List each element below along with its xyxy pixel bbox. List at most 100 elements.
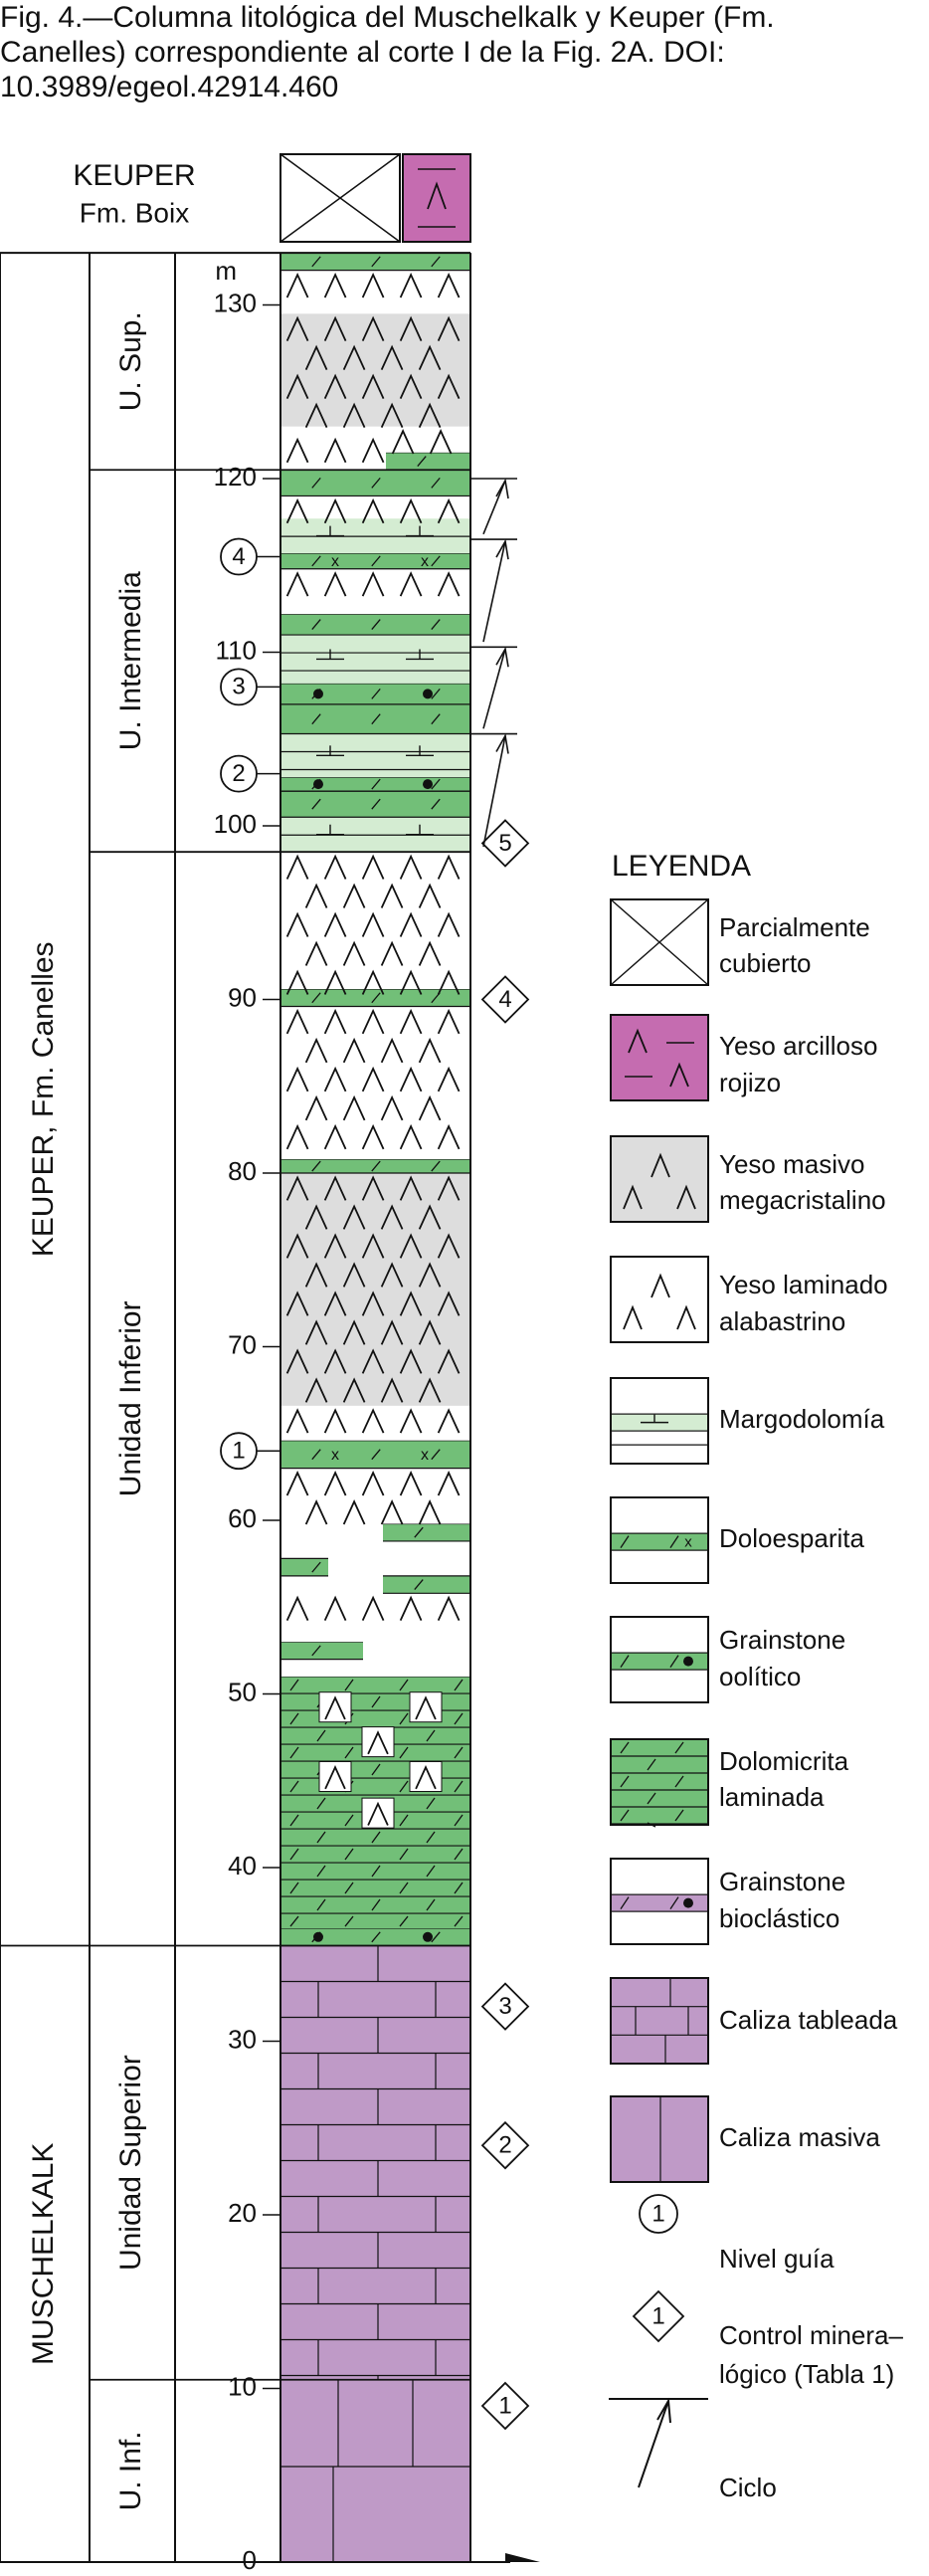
ooid-dot-icon (313, 779, 323, 790)
legend-label-control-2: lógico (Tabla 1) (719, 2359, 894, 2389)
scale-tick-label: 10 (228, 2371, 257, 2401)
gypsum-crystal-icon (361, 1233, 385, 1259)
legend-label-cubierto-2: cubierto (719, 948, 812, 978)
bed-blank (280, 1659, 470, 1678)
gypsum-crystal-icon (342, 1262, 366, 1288)
dolomite-slash (371, 477, 381, 489)
gypsum-crystal-icon (380, 883, 404, 908)
gypsum-crystal-icon (323, 1408, 347, 1434)
dolomite-slash (371, 1898, 381, 1911)
dolomite-slash (344, 1882, 354, 1894)
gypsum-crystal-icon (304, 402, 328, 428)
gypsum-crystal-icon (380, 1319, 404, 1345)
legend-swatch-yeso-laminado (610, 1256, 709, 1343)
legend-label-nivel-guia: Nivel guía (719, 2244, 835, 2274)
gypsum-crystal-icon (399, 1595, 423, 1622)
dolomite-slash (431, 1160, 441, 1172)
dolomite-slash (371, 619, 381, 630)
bed-masivo (280, 313, 470, 427)
dolomite-slash (431, 477, 441, 489)
gypsum-crystal-icon (437, 1008, 461, 1035)
gypsum-crystal-icon (367, 1730, 389, 1755)
gypsum-crystal-icon (623, 1304, 643, 1330)
gypsum-crystal-icon (669, 1062, 689, 1088)
scale-arrow-icon (480, 2553, 540, 2562)
dolomite-slash (371, 1831, 381, 1844)
gypsum-crystal-icon (437, 1348, 461, 1374)
dolomite-slash (399, 1848, 409, 1861)
gypsum-crystal-icon (380, 1037, 404, 1064)
gypsum-crystal-icon (361, 1008, 385, 1035)
gypsum-crystal-icon (285, 1233, 309, 1259)
control-mineralogico-label: 2 (498, 2132, 511, 2159)
dolomite-slash (431, 1449, 441, 1461)
gypsum-crystal-icon (380, 940, 404, 966)
sparite-x-mark: x (421, 1447, 429, 1464)
gypsum-crystal-icon (437, 854, 461, 880)
gypsum-crystal-icon (418, 402, 442, 428)
control-mineralogico-label: 3 (498, 1993, 511, 2020)
legend-label-dolomicrita: Dolomicrita (719, 1746, 849, 1776)
gypsum-crystal-icon (399, 854, 423, 880)
dolomite-slash (289, 1780, 299, 1793)
dolomite-slash (399, 1712, 409, 1725)
dolomite-slash (316, 1865, 326, 1878)
gypsum-crystal-icon (323, 1123, 347, 1150)
dolomite-slash (289, 1712, 299, 1725)
swatch-border (610, 1496, 709, 1584)
scale-tick-label: 80 (228, 1156, 257, 1186)
swatch-border (610, 1977, 709, 2065)
cycle-arrow-icon (482, 649, 506, 729)
dolomite-slash (311, 256, 321, 268)
swatch-bg (611, 1015, 708, 1100)
legend-swatch-dolomicrita (610, 1738, 709, 1828)
gypsum-crystal-icon (361, 1175, 385, 1201)
gypsum-crystal-icon (399, 1123, 423, 1150)
dolomite-slash (454, 1882, 464, 1894)
gypsum-crystal-icon (323, 854, 347, 880)
gypsum-crystal-icon (437, 373, 461, 399)
swatch-bg (611, 1257, 708, 1342)
control-mineralogico-diamond-icon (480, 975, 530, 1024)
dolomite-slash (454, 1915, 464, 1927)
dolomite-slash (399, 1882, 409, 1894)
gypsum-crystal-icon (361, 1123, 385, 1150)
swatch-border (610, 1738, 709, 1826)
dolomite-slash (669, 1896, 679, 1909)
legend-label-grainstone-bioclastico-2: bioclástico (719, 1903, 839, 1933)
gypsum-crystal-icon (285, 1175, 309, 1201)
scale-tick-label: 110 (216, 635, 257, 665)
legend-label-cubierto: Parcialmente (719, 912, 870, 942)
gypsum-crystal-icon (285, 373, 309, 399)
gypsum-crystal-icon (285, 497, 309, 524)
dolomite-slash (311, 1645, 321, 1657)
dolomite-slash (647, 1792, 656, 1805)
dolomite-slash (431, 713, 441, 725)
bed-laminado (280, 1593, 470, 1643)
keuper-label: KEUPER (73, 159, 195, 192)
gypsum-crystal-icon (399, 911, 423, 937)
legend-swatch-cubierto (610, 898, 709, 986)
gypsum-crystal-icon (323, 1471, 347, 1496)
scale-tick-label: 50 (228, 1677, 257, 1706)
gypsum-crystal-icon (361, 437, 385, 464)
gypsum-crystal-icon (399, 272, 423, 298)
gypsum-crystal-icon (415, 1765, 437, 1790)
bed-laminado (280, 568, 470, 615)
dolomite-slash (414, 1579, 424, 1590)
legend-label-ciclo: Ciclo (719, 2473, 777, 2502)
dolomite-slash (371, 1865, 381, 1878)
gypsum-crystal-icon (304, 1377, 328, 1403)
cycle-arrow-icon (638, 2400, 669, 2488)
gypsum-crystal-icon (285, 1471, 309, 1496)
cycle-arrowhead (495, 733, 509, 754)
gypsum-crystal-icon (285, 437, 309, 464)
gypsum-crystal-icon (437, 1233, 461, 1259)
swatch-bg (611, 1978, 708, 2064)
column-frame (0, 153, 540, 2563)
dolomite-slash (399, 1780, 409, 1793)
dolomite-slash (431, 778, 441, 790)
swatch-border (610, 2095, 709, 2183)
gypsum-crystal-icon (323, 1233, 347, 1259)
